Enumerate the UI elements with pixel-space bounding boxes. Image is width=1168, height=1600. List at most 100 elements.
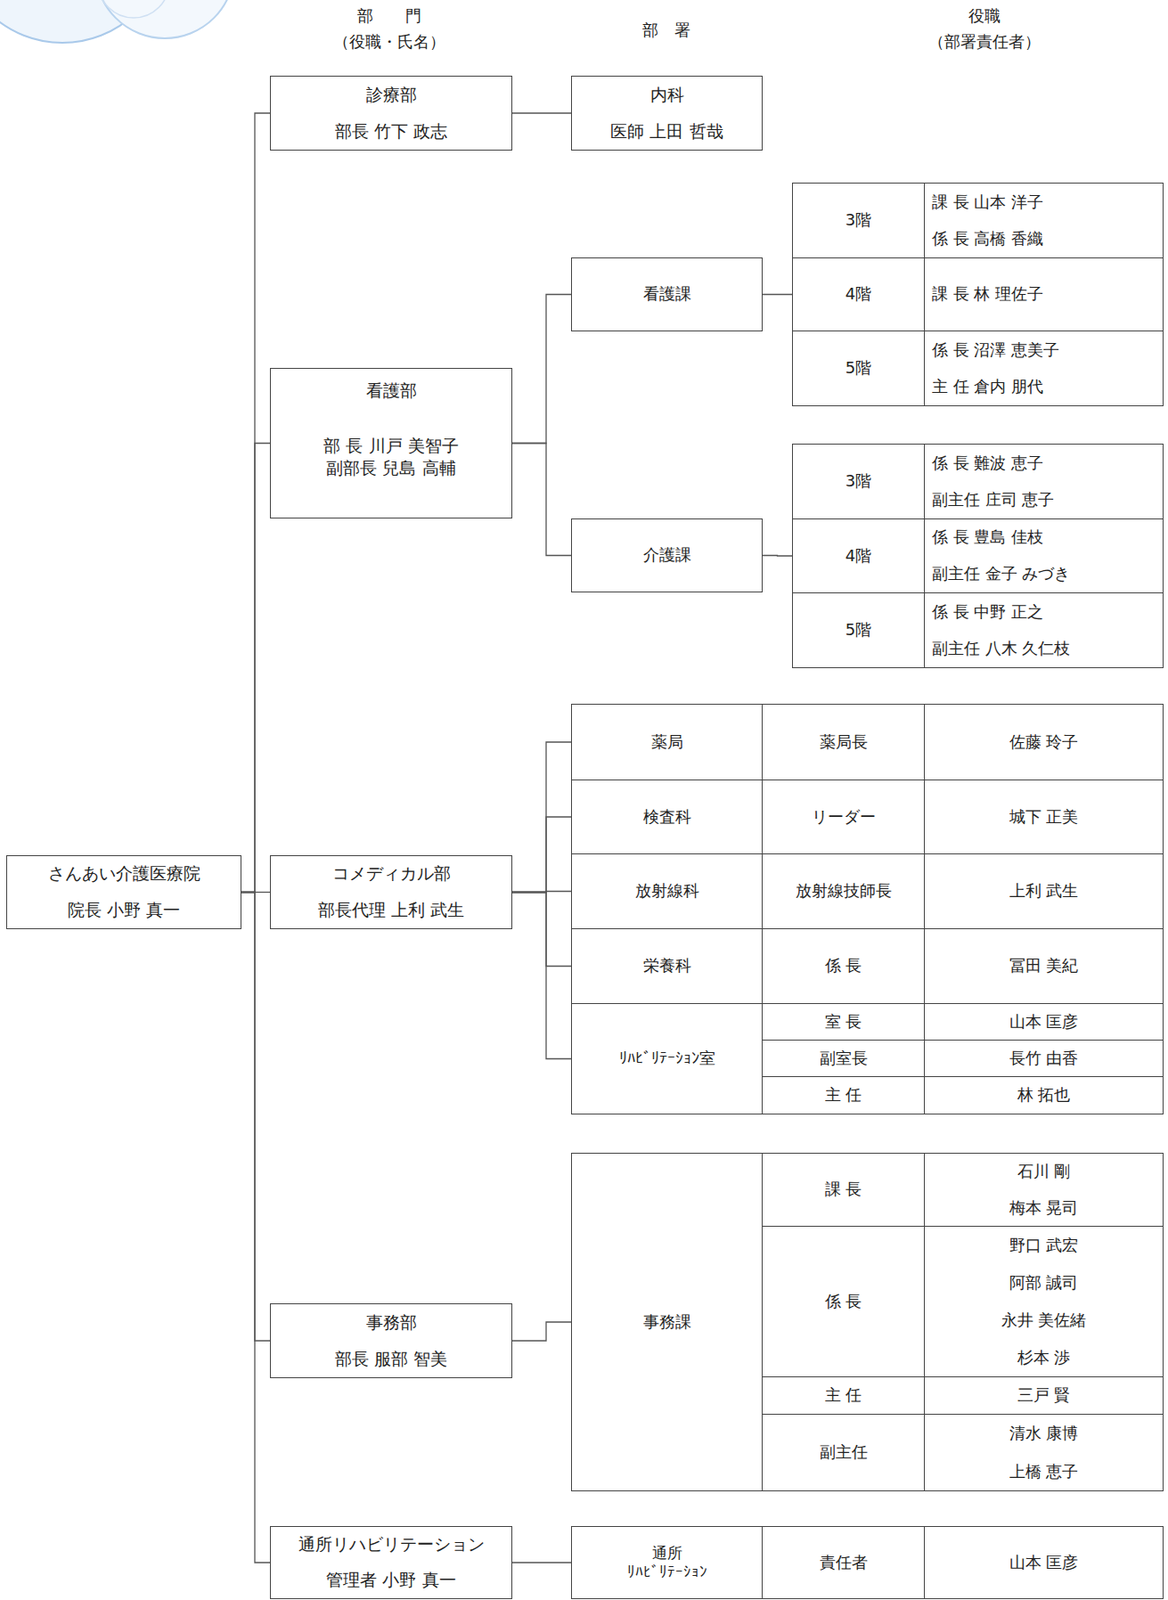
table-cell: 責任者 xyxy=(761,1526,925,1600)
table-cell: 薬局長 xyxy=(761,703,925,781)
table-cell: 主 任 xyxy=(761,1076,925,1115)
table-cell: 城下 正美 xyxy=(923,779,1164,855)
column-header: 役職 xyxy=(968,6,1001,26)
box-text: 上利 武生 xyxy=(1009,881,1079,902)
box-heading: 診療部 xyxy=(366,84,417,107)
table-cell: 上利 武生 xyxy=(923,853,1164,930)
box-text: 4階 xyxy=(845,284,872,305)
table-cell: リーダー xyxy=(761,779,925,855)
box-text: 薬局 xyxy=(651,732,684,753)
box-text: 事務課 xyxy=(643,1312,692,1333)
org-box: さんあい介護医療院院長 小野 真一 xyxy=(6,855,242,930)
connector-line xyxy=(241,892,270,1564)
table-cell: 4階 xyxy=(792,257,925,332)
box-text: 梅本 晃司 xyxy=(1009,1198,1079,1219)
box-text: 5階 xyxy=(845,358,872,379)
box-text: 主 任 xyxy=(824,1085,863,1106)
box-text: 栄養科 xyxy=(643,955,692,977)
bubble-decoration xyxy=(0,0,232,54)
box-text: 山本 匡彦 xyxy=(1009,1552,1079,1574)
box-text: 部 長 川戸 美智子 xyxy=(323,434,458,458)
box-text: 責任者 xyxy=(819,1552,868,1574)
box-text: 内科 xyxy=(650,84,685,107)
table-cell: 山本 匡彦 xyxy=(923,1003,1164,1041)
table-cell: 副主任 xyxy=(761,1413,925,1492)
table-cell: 放射線技師長 xyxy=(761,853,925,930)
connector-line xyxy=(512,892,572,1060)
box-text: 城下 正美 xyxy=(1009,807,1079,828)
box-text: 係 長 豊島 佳枝 xyxy=(931,527,1044,548)
box-text: 課 長 xyxy=(824,1179,863,1201)
box-text: 三戸 賢 xyxy=(1017,1385,1071,1406)
box-text: 検査科 xyxy=(643,807,692,828)
column-header: 部 署 xyxy=(642,20,691,41)
table-cell: 課 長 林 理佐子 xyxy=(923,257,1164,332)
box-text: 副主任 金子 みづき xyxy=(931,563,1070,585)
box-text: 永井 美佐緒 xyxy=(1001,1310,1087,1332)
table-cell: ﾘﾊﾋﾞﾘﾃｰｼｮﾝ室 xyxy=(571,1003,763,1115)
box-text: 上橋 恵子 xyxy=(1009,1462,1079,1483)
table-cell: 課 長 xyxy=(761,1152,925,1227)
connector-line xyxy=(762,555,793,557)
box-text: 部長代理 上利 武生 xyxy=(318,899,465,922)
table-cell: 通所 ﾘﾊﾋﾞﾘﾃｰｼｮﾝ xyxy=(571,1526,763,1600)
box-text: 野口 武宏 xyxy=(1009,1235,1079,1257)
connector-line xyxy=(241,892,270,1342)
connector-line xyxy=(512,816,572,893)
box-text: 係 長 難波 恵子 xyxy=(931,453,1044,474)
box-text: 部長 竹下 政志 xyxy=(334,121,448,143)
box-text: 清水 康博 xyxy=(1009,1423,1079,1445)
connector-line xyxy=(512,742,572,893)
org-box: 事務部部長 服部 智美 xyxy=(269,1303,513,1379)
table-cell: 介護課 xyxy=(571,518,763,593)
table-cell: 係 長 xyxy=(761,1225,925,1378)
box-text: 副主任 xyxy=(819,1442,868,1463)
connector-line xyxy=(241,443,270,893)
connector-line xyxy=(241,113,270,893)
box-text: 室 長 xyxy=(824,1012,863,1033)
table-cell: 佐藤 玲子 xyxy=(923,703,1164,781)
box-text: 林 拓也 xyxy=(1017,1085,1071,1106)
box-text: 副主任 八木 久仁枝 xyxy=(931,638,1070,660)
box-text: 係 長 沼澤 恵美子 xyxy=(931,340,1060,361)
org-box: 通所リハビリテーション管理者 小野 真一 xyxy=(269,1526,513,1600)
table-cell: 係 長 豊島 佳枝副主任 金子 みづき xyxy=(923,518,1164,594)
box-text: 主 任 xyxy=(824,1385,863,1406)
org-box: 看護部部 長 川戸 美智子副部長 兒島 高輔 xyxy=(269,367,513,519)
box-text: 4階 xyxy=(845,546,872,567)
table-cell: 事務課 xyxy=(571,1152,763,1492)
box-text: 係 長 中野 正之 xyxy=(931,602,1044,623)
connector-line xyxy=(512,112,572,114)
box-text: 管理者 小野 真一 xyxy=(326,1569,456,1592)
box-text: 放射線技師長 xyxy=(795,881,892,902)
box-text: 佐藤 玲子 xyxy=(1009,732,1079,753)
box-text: 石川 剛 xyxy=(1017,1161,1071,1183)
table-cell: 検査科 xyxy=(571,779,763,855)
box-text: リーダー xyxy=(811,807,876,828)
table-cell: 栄養科 xyxy=(571,928,763,1005)
table-cell: 係 長 難波 恵子副主任 庄司 恵子 xyxy=(923,443,1164,520)
table-cell: 内科医師 上田 哲哉 xyxy=(571,75,763,151)
box-text: 副主任 庄司 恵子 xyxy=(931,490,1054,511)
box-text: 係 長 高橋 香織 xyxy=(931,228,1044,250)
connector-line xyxy=(512,294,572,444)
table-cell: 林 拓也 xyxy=(923,1076,1164,1115)
box-heading: 看護部 xyxy=(366,379,417,403)
table-cell: 長竹 由香 xyxy=(923,1039,1164,1078)
org-box: 診療部部長 竹下 政志 xyxy=(269,75,513,151)
box-text: 係 長 xyxy=(824,1291,863,1313)
box-heading: さんあい介護医療院 xyxy=(48,863,201,885)
box-text: 主 任 倉内 朋代 xyxy=(931,376,1044,398)
box-text: 看護課 xyxy=(643,284,692,305)
box-text: 係 長 xyxy=(824,955,863,977)
table-cell: 看護課 xyxy=(571,257,763,332)
table-cell: 石川 剛梅本 晃司 xyxy=(923,1152,1164,1227)
box-text: 課 長 林 理佐子 xyxy=(931,284,1044,305)
connector-line xyxy=(512,1322,572,1341)
table-cell: 主 任 xyxy=(761,1376,925,1415)
box-text: 部長 服部 智美 xyxy=(334,1348,448,1371)
table-cell: 3階 xyxy=(792,443,925,520)
column-header: （部署責任者） xyxy=(928,32,1041,52)
table-cell: 係 長 沼澤 恵美子主 任 倉内 朋代 xyxy=(923,330,1164,407)
